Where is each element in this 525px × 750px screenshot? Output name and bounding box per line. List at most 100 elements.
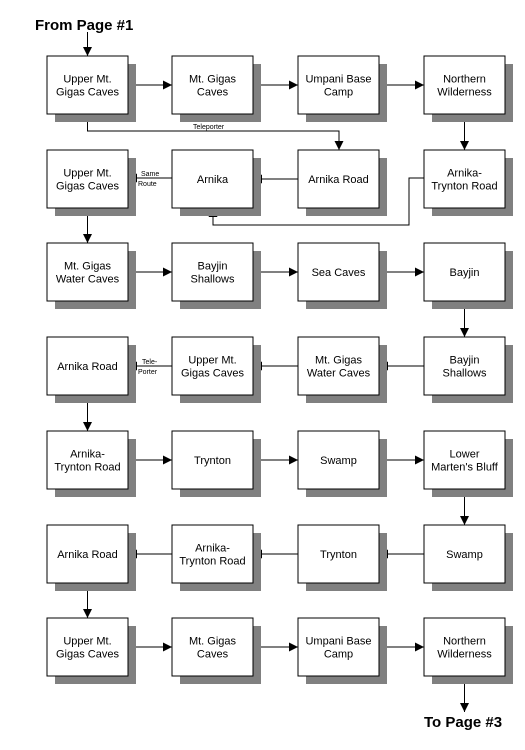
node-label: Trynton xyxy=(194,455,231,467)
arrow-head xyxy=(460,328,469,337)
node-rect xyxy=(297,524,380,584)
node-label: Arnika Road xyxy=(57,549,118,561)
node-box: Swamp xyxy=(297,430,387,497)
node-rect xyxy=(46,617,129,677)
node-label: Sea Caves xyxy=(312,267,366,279)
node-box: Arnika-Trynton Road xyxy=(171,524,261,591)
node-label: Upper Mt. xyxy=(63,168,111,180)
node-label: Caves xyxy=(197,649,229,661)
arrow-head xyxy=(289,80,298,90)
node-label: Arnika- xyxy=(447,168,482,180)
node-label: Arnika xyxy=(197,174,229,186)
teleporter-split-label-line2: Porter xyxy=(138,369,158,376)
node-rect xyxy=(423,242,506,302)
arrow-head xyxy=(460,516,469,525)
node-rect xyxy=(46,242,129,302)
node-label: Bayjin xyxy=(450,355,480,367)
node-label: Upper Mt. xyxy=(188,355,236,367)
node-rect xyxy=(297,430,380,490)
node-rect xyxy=(171,617,254,677)
node-label: Wilderness xyxy=(437,87,492,99)
arrow-head xyxy=(460,703,469,712)
node-rect xyxy=(297,617,380,677)
node-rect xyxy=(46,430,129,490)
node-label: Wilderness xyxy=(437,649,492,661)
node-label: Water Caves xyxy=(307,368,371,380)
node-rect xyxy=(46,336,129,396)
node-rect xyxy=(171,149,254,209)
node-label: Gigas Caves xyxy=(56,181,119,193)
node-label: Swamp xyxy=(320,455,357,467)
node-box: Arnika Road xyxy=(46,524,136,591)
node-box: Sea Caves xyxy=(297,242,387,309)
node-box: Arnika-Trynton Road xyxy=(423,149,513,216)
arrow-head xyxy=(163,455,172,465)
node-box: Trynton xyxy=(171,430,261,497)
node-box: Arnika Road xyxy=(297,149,387,216)
node-label: Swamp xyxy=(446,549,483,561)
same-route-label-line2: Route xyxy=(138,181,157,188)
node-label: Umpani Base xyxy=(305,636,371,648)
node-label: Caves xyxy=(197,87,229,99)
node-rect xyxy=(46,149,129,209)
node-label: Northern xyxy=(443,74,486,86)
node-rect xyxy=(171,55,254,115)
node-label: Upper Mt. xyxy=(63,636,111,648)
node-rect xyxy=(46,55,129,115)
arrow-line xyxy=(212,177,424,226)
node-rect xyxy=(423,149,506,209)
node-rect xyxy=(297,242,380,302)
arrow-head xyxy=(460,141,469,150)
node-label: Shallows xyxy=(442,368,487,380)
arrow-head xyxy=(289,642,298,652)
arrow-head xyxy=(163,80,172,90)
node-rect xyxy=(171,336,254,396)
node-label: Umpani Base xyxy=(305,74,371,86)
node-label: Arnika- xyxy=(195,543,230,555)
arrow-head xyxy=(289,455,298,465)
node-box: Upper Mt.Gigas Caves xyxy=(46,55,136,122)
node-label: Gigas Caves xyxy=(181,368,244,380)
node-label: Trynton Road xyxy=(431,181,497,193)
start-label: From Page #1 xyxy=(35,17,134,34)
node-rect xyxy=(171,430,254,490)
node-box: Upper Mt.Gigas Caves xyxy=(46,149,136,216)
node-label: Gigas Caves xyxy=(56,87,119,99)
node-rect xyxy=(297,149,380,209)
start-arrow xyxy=(83,32,92,56)
node-label: Mt. Gigas xyxy=(189,74,237,86)
node-label: Arnika- xyxy=(70,449,105,461)
node-label: Mt. Gigas xyxy=(189,636,237,648)
node-label: Arnika Road xyxy=(308,174,369,186)
node-label: Trynton Road xyxy=(179,556,245,568)
arrow-head xyxy=(415,80,424,90)
node-rect xyxy=(423,55,506,115)
node-rect xyxy=(297,55,380,115)
arrow-head xyxy=(83,609,92,618)
node-label: Mt. Gigas xyxy=(64,261,112,273)
node-rect xyxy=(423,336,506,396)
teleporter-label: Teleporter xyxy=(193,124,225,131)
node-rect xyxy=(171,524,254,584)
node-label: Water Caves xyxy=(56,274,120,286)
node-label: Trynton xyxy=(320,549,357,561)
node-rect xyxy=(297,336,380,396)
teleporter-split-label-line1: Tele- xyxy=(142,359,158,366)
node-label: Mt. Gigas xyxy=(315,355,363,367)
arrow-head xyxy=(163,267,172,277)
node-label: Trynton Road xyxy=(54,462,120,474)
node-rect xyxy=(423,524,506,584)
